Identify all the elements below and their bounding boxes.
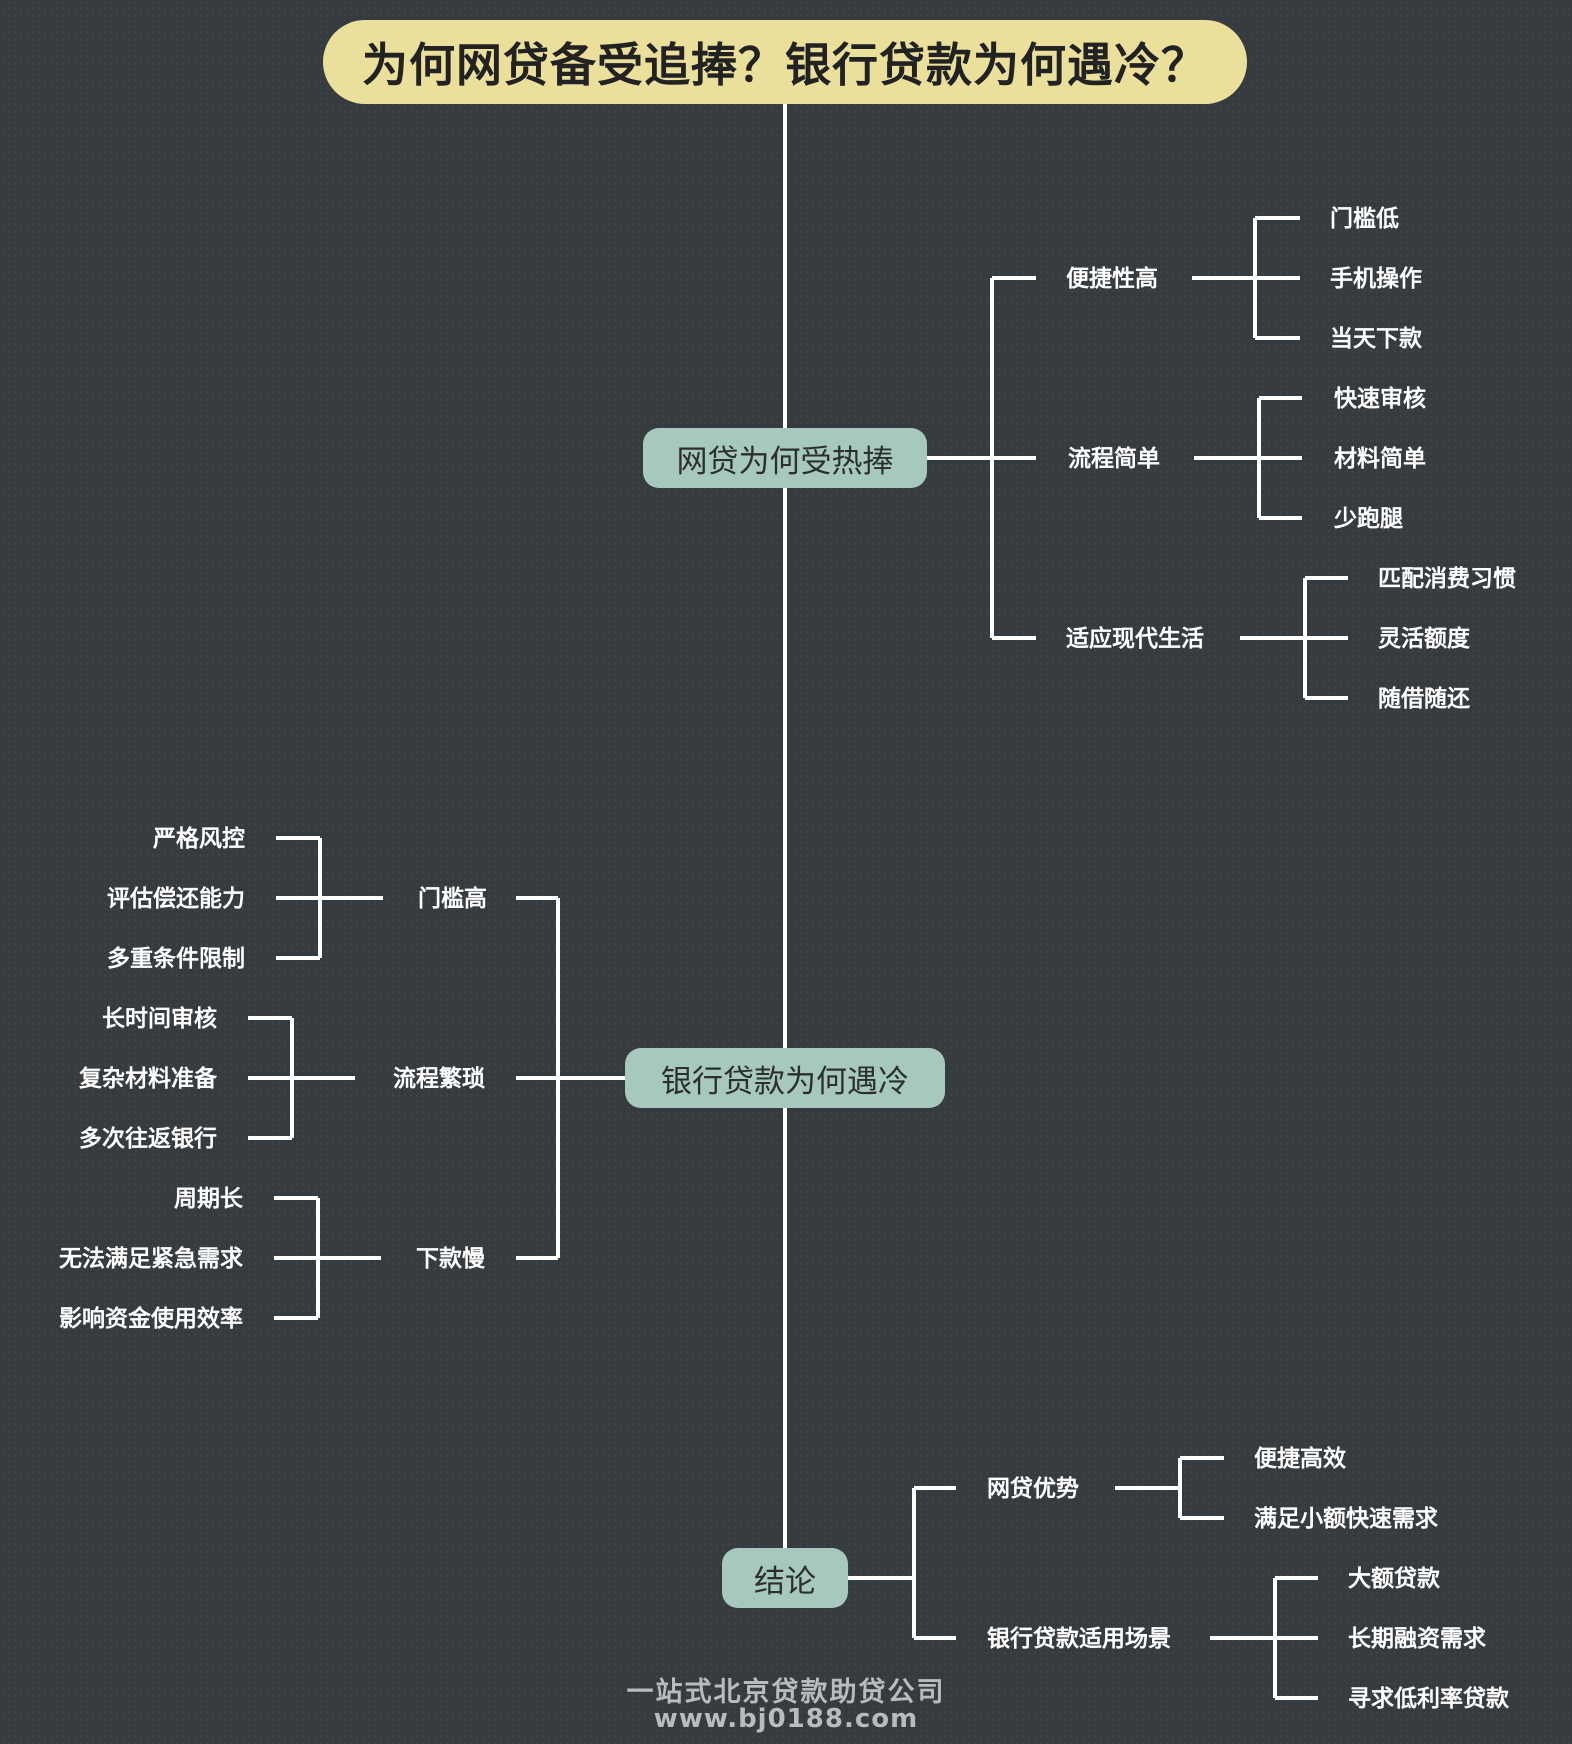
leaf-item: 快速审核: [1334, 386, 1426, 412]
leaf-item: 周期长: [174, 1186, 243, 1212]
group-modern-life: 适应现代生活: [1066, 626, 1204, 652]
leaf-item: 多重条件限制: [107, 946, 245, 972]
leaf-item: 寻求低利率贷款: [1348, 1686, 1509, 1712]
group-high-threshold: 门槛高: [418, 886, 487, 912]
footer-company: 一站式北京贷款助贷公司: [626, 1677, 946, 1708]
leaf-item: 长期融资需求: [1348, 1626, 1486, 1652]
group-online-advantage: 网贷优势: [987, 1476, 1079, 1502]
branch-node-conclusion: 结论: [722, 1548, 848, 1608]
leaf-item: 严格风控: [153, 826, 245, 852]
leaf-item: 材料简单: [1334, 446, 1426, 472]
leaf-item: 灵活额度: [1378, 626, 1470, 652]
leaf-item: 满足小额快速需求: [1254, 1506, 1438, 1532]
leaf-item: 评估偿还能力: [107, 886, 245, 912]
leaf-item: 当天下款: [1330, 326, 1422, 352]
group-slow-disbursement: 下款慢: [416, 1246, 485, 1272]
leaf-item: 便捷高效: [1254, 1446, 1346, 1472]
leaf-item: 匹配消费习惯: [1378, 566, 1516, 592]
group-simple-process: 流程简单: [1068, 446, 1160, 472]
branch-node-online-loans: 网贷为何受热捧: [643, 428, 927, 488]
page-title: 为何网贷备受追捧？银行贷款为何遇冷？: [323, 20, 1247, 104]
leaf-item: 少跑腿: [1334, 506, 1403, 532]
branch-node-bank-loans: 银行贷款为何遇冷: [625, 1048, 945, 1108]
footer-url: www.bj0188.com: [653, 1704, 919, 1734]
leaf-item: 手机操作: [1330, 266, 1422, 292]
group-convenience: 便捷性高: [1066, 266, 1158, 292]
leaf-item: 门槛低: [1330, 206, 1399, 232]
leaf-item: 多次往返银行: [79, 1126, 217, 1152]
group-bank-scenarios: 银行贷款适用场景: [987, 1626, 1171, 1652]
group-cumbersome-process: 流程繁琐: [393, 1066, 485, 1092]
leaf-item: 大额贷款: [1348, 1566, 1440, 1592]
leaf-item: 无法满足紧急需求: [59, 1246, 243, 1272]
leaf-item: 长时间审核: [102, 1006, 217, 1032]
leaf-item: 影响资金使用效率: [59, 1306, 243, 1332]
leaf-item: 随借随还: [1378, 686, 1470, 712]
leaf-item: 复杂材料准备: [79, 1066, 217, 1092]
